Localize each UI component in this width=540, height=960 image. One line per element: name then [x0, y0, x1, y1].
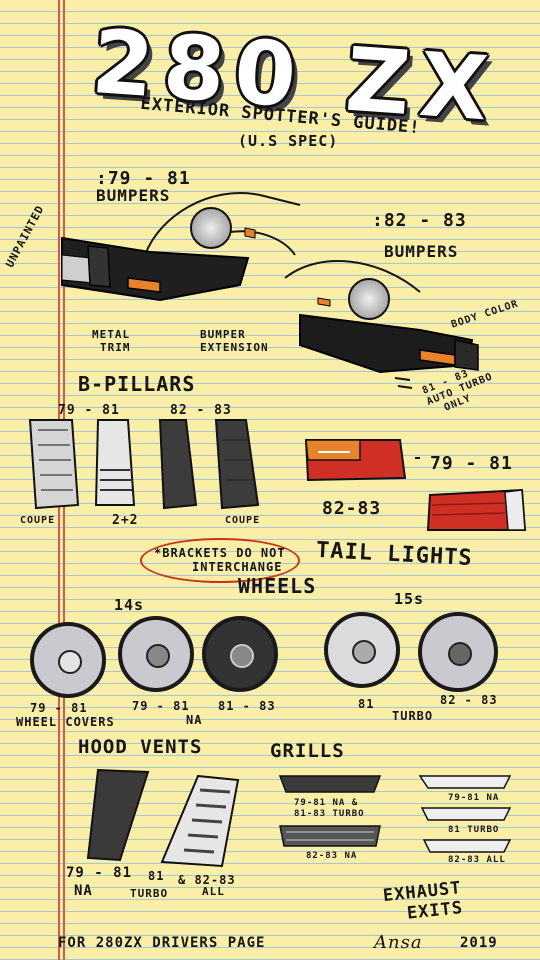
wheel-label-1: 79 - 81 [30, 701, 88, 715]
metal-trim-label: Metal Trim [92, 328, 131, 354]
late-headlight-icon [348, 278, 390, 320]
tail-late-years: 82-83 [322, 498, 382, 519]
footer-signature: Ansa [374, 932, 423, 953]
wheel-na-late-icon [202, 616, 278, 692]
b-pillars-heading: B-Pillars [78, 372, 196, 396]
exhaust-1-label: 79-81 NA [448, 793, 500, 803]
exhaust-exits-heading: Exhaust Exits [382, 878, 464, 927]
wheel-label-5: 82 - 83 [440, 693, 498, 707]
bumper-extension-label: Bumper Extension [200, 328, 269, 354]
wheel-label-4: 81 [358, 697, 375, 711]
exhaust-3-label: 82-83 All [448, 855, 506, 865]
grills-heading: Grills [270, 740, 345, 762]
hood-right-type: Turbo [130, 887, 169, 900]
brackets-note: *Brackets Do Not Interchange [140, 538, 300, 583]
footer-credit: For 280ZX Drivers Page [58, 935, 266, 951]
wheel-na-label: NA [186, 713, 203, 727]
wheel-label-3: 81 - 83 [218, 699, 276, 713]
hood-left-type: NA [74, 883, 93, 899]
wheel-turbo-label: Turbo [392, 709, 434, 723]
hood-right-years: 81 [148, 869, 165, 883]
metal-trim-text-2: Trim [100, 341, 131, 355]
early-bumper-years: :79 - 81 [96, 168, 191, 189]
wheel-size-15: 15s [394, 590, 425, 608]
late-bumper-label: Bumpers [384, 242, 459, 261]
pillar-coupe-label: Coupe [20, 515, 56, 526]
brackets-note-line2: Interchange [192, 560, 283, 575]
hood-right-type2: All [202, 885, 225, 898]
pillar-early-years: 79 - 81 [58, 403, 120, 418]
grill-1-label: 79-81 NA & 81-83 Turbo [294, 798, 365, 820]
tail-early-years: 79 - 81 [430, 453, 513, 474]
wheel-cover-icon [30, 622, 106, 698]
hood-vents-heading: Hood Vents [78, 736, 203, 758]
wheels-heading: Wheels [238, 574, 317, 598]
wheel-81-icon [324, 612, 400, 688]
bumper-extension-text-1: Bumper [200, 328, 246, 341]
wheel-na-early-icon [118, 616, 194, 692]
early-bumper-label: Bumpers [96, 186, 171, 205]
headlight-icon [190, 207, 232, 249]
hood-right-years2: & 82-83 [178, 873, 236, 887]
wheel-label-2: 79 - 81 [132, 699, 190, 713]
wheel-turbo-icon [418, 612, 498, 692]
bumper-extension-text-2: Extension [200, 341, 269, 355]
wheel-size-14: 14s [114, 596, 145, 614]
metal-trim-text-1: Metal [92, 328, 131, 341]
grill-2-label: 82-83 NA [306, 851, 358, 861]
spec-label: (U.S Spec) [238, 132, 339, 150]
pillar-coupe2-label: Coupe [225, 515, 261, 526]
grill-1-label-line1: 79-81 NA & [294, 798, 359, 808]
wheel-covers-label: Wheel Covers [16, 715, 115, 729]
exhaust-2-label: 81 Turbo [448, 825, 500, 835]
pillar-late-years: 82 - 83 [170, 403, 232, 418]
hood-left-years: 79 - 81 [66, 865, 133, 881]
brackets-note-line1: *Brackets Do Not [154, 546, 286, 560]
grill-1-label-line2: 81-83 Turbo [294, 808, 365, 819]
pillar-2plus2-label: 2+2 [112, 513, 139, 528]
late-bumper-years: :82 - 83 [372, 210, 467, 231]
footer-year: 2019 [460, 935, 498, 951]
